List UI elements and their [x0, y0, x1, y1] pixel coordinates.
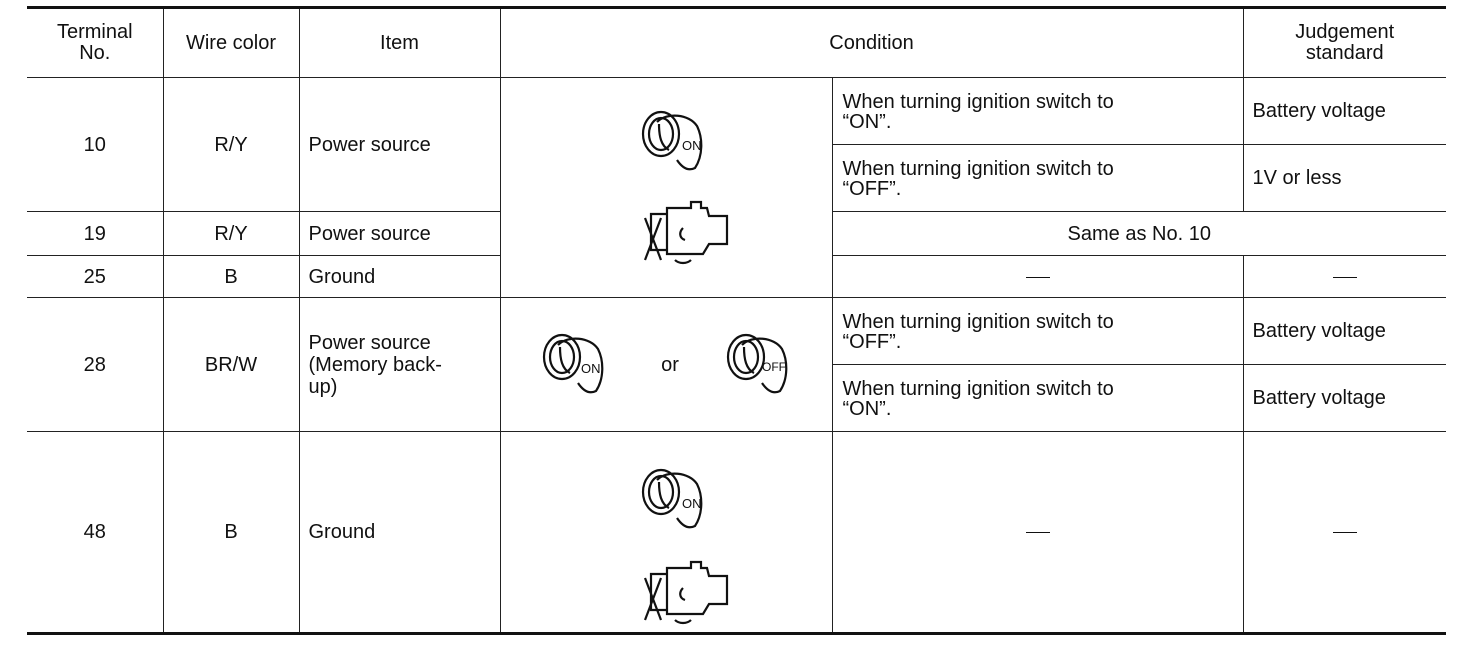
- wire-color: B: [162, 255, 300, 298]
- condition-text: When turning ignition switch to “ON”.: [832, 364, 1244, 432]
- ignition-key-on-icon: ON: [637, 464, 709, 536]
- condition-icons-cell: ON or OFF: [499, 297, 833, 432]
- ignition-key-on-icon: ON: [637, 106, 709, 178]
- wire-color: BR/W: [162, 297, 300, 432]
- condition-icons-cell: ON: [499, 431, 833, 636]
- item-text: Power source (Memory back- up): [298, 297, 501, 432]
- table-row: 10 R/Y Power source ON: [27, 77, 1447, 298]
- engine-stopped-icon: [639, 198, 735, 276]
- svg-text:ON: ON: [682, 496, 702, 511]
- judgement-text: Battery voltage: [1242, 364, 1447, 432]
- or-label: or: [661, 353, 679, 376]
- header-row: Terminal No. Wire color Item Condition J…: [27, 7, 1447, 78]
- header-condition: Condition: [499, 7, 1244, 78]
- engine-stopped-icon: [639, 558, 735, 636]
- condition-dash: [831, 255, 1244, 298]
- item-text: Ground: [298, 431, 501, 634]
- judgement-dash: [1242, 431, 1447, 634]
- item-text: Power source: [298, 211, 501, 256]
- same-as-text: Same as No. 10: [831, 211, 1447, 256]
- condition-dash: [831, 431, 1244, 634]
- judgement-text: Battery voltage: [1242, 297, 1447, 365]
- header-item: Item: [298, 7, 501, 78]
- ignition-key-off-icon: OFF: [722, 329, 794, 401]
- condition-text: When turning ignition switch to “ON”.: [831, 77, 1244, 145]
- table-row: 48 B Ground ON: [27, 431, 1447, 636]
- condition-text: When turning ignition switch to “OFF”.: [832, 144, 1244, 212]
- wire-color: B: [162, 431, 300, 634]
- wire-color: R/Y: [162, 77, 300, 212]
- ignition-key-on-icon: ON: [538, 329, 610, 401]
- terminal-number: 25: [27, 255, 164, 298]
- item-text: Ground: [298, 255, 501, 298]
- item-text: Power source: [298, 77, 501, 212]
- table-row: 28 BR/W Power source (Memory back- up) O…: [27, 297, 1447, 432]
- svg-text:ON: ON: [682, 138, 702, 153]
- condition-text: When turning ignition switch to “OFF”.: [831, 297, 1244, 365]
- condition-icons-cell: ON: [499, 77, 833, 298]
- terminal-number: 48: [27, 431, 164, 634]
- table-row: When turning ignition switch to “OFF”. 1…: [27, 144, 1447, 212]
- judgement-text: Battery voltage: [1242, 77, 1447, 145]
- terminal-number: 19: [27, 211, 164, 256]
- header-judgement: Judgement standard: [1242, 7, 1447, 78]
- table-row: 19 R/Y Power source Same as No. 10: [27, 211, 1447, 256]
- terminal-spec-table: Terminal No. Wire color Item Condition J…: [27, 6, 1447, 636]
- judgement-dash: [1242, 255, 1447, 298]
- terminal-number: 10: [27, 77, 164, 212]
- wire-color: R/Y: [162, 211, 300, 256]
- svg-text:ON: ON: [581, 361, 601, 376]
- svg-text:OFF: OFF: [762, 360, 786, 374]
- terminal-number: 28: [27, 297, 164, 432]
- table-row: 25 B Ground: [27, 255, 1447, 298]
- header-wire-color: Wire color: [162, 7, 300, 78]
- judgement-text: 1V or less: [1242, 144, 1447, 212]
- header-terminal: Terminal No.: [27, 7, 164, 78]
